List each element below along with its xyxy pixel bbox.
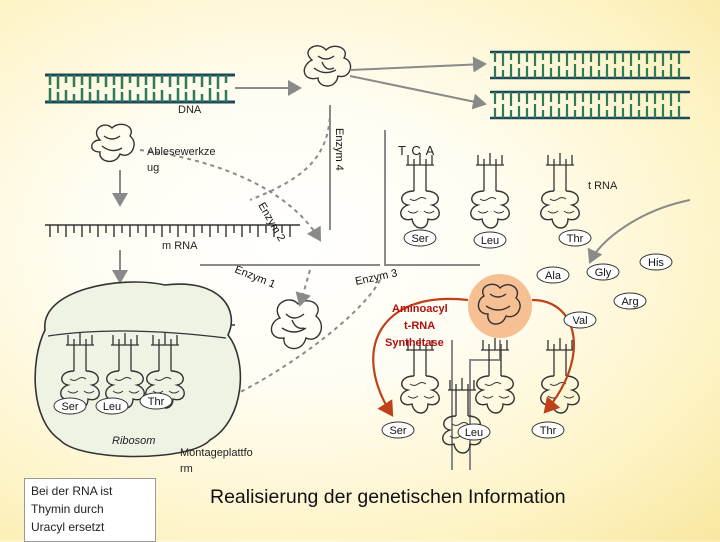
synthetase-label-line1: Aminoacyl	[392, 303, 448, 315]
amino-acids-ribosome: Ser Leu Thr	[53, 392, 173, 415]
synthetase-blob	[468, 274, 532, 338]
svg-text:Leu: Leu	[481, 235, 499, 247]
enzyme4-label: Enzym 4	[333, 128, 345, 171]
svg-text:Ala: Ala	[545, 270, 562, 282]
montage-label-line2: rm	[180, 463, 193, 475]
mrna-label: m RNA	[162, 240, 198, 252]
note-line1: Bei der RNA ist	[31, 484, 113, 498]
svg-text:Thr: Thr	[567, 233, 584, 245]
note-box: Bei der RNA ist Thymin durch Uracyl erse…	[24, 478, 156, 542]
svg-text:Arg: Arg	[621, 296, 638, 308]
ablesewerkzeug-label-line1: Ablesewerkze	[147, 146, 216, 158]
codon-label: T C A	[398, 143, 436, 158]
process-arrows	[112, 56, 691, 470]
svg-text:Leu: Leu	[103, 401, 121, 413]
synthetase-label-line2: t-RNA	[404, 320, 436, 332]
enzyme4-blob	[303, 45, 352, 87]
ablesewerkzeug-blob	[91, 123, 135, 162]
svg-text:Gly: Gly	[595, 267, 612, 279]
note-line2: Thymin durch	[31, 502, 104, 516]
amino-acids-free: His Ala Gly Arg Val	[536, 253, 673, 329]
amino-acids-top: Ser Leu Thr	[403, 229, 592, 249]
svg-text:Leu: Leu	[465, 427, 483, 439]
trna-label: t RNA	[588, 180, 618, 192]
dna-label: DNA	[178, 104, 202, 116]
amino-acids-charged: Ser Leu Thr	[381, 421, 565, 441]
svg-text:Thr: Thr	[540, 425, 557, 437]
svg-text:Ser: Ser	[61, 401, 78, 413]
red-arrows	[372, 297, 575, 417]
dna-helix	[45, 73, 235, 104]
montage-label-line1: Montageplattfo	[180, 447, 253, 459]
svg-text:Val: Val	[572, 315, 587, 327]
ribosome-label: Ribosom	[112, 435, 156, 447]
enzyme1-label: Enzym 1	[233, 264, 277, 291]
dna-replica-top	[490, 50, 690, 80]
svg-text:Thr: Thr	[148, 396, 165, 408]
slide-title: Realisierung der genetischen Information	[210, 486, 566, 508]
dna-replica-bottom	[490, 90, 690, 120]
svg-text:Ser: Ser	[411, 233, 428, 245]
ablesewerkzeug-label-line2: ug	[147, 162, 160, 174]
svg-text:Ser: Ser	[389, 425, 406, 437]
svg-text:His: His	[648, 257, 664, 269]
enzyme1-blob	[270, 299, 322, 350]
top-trnas	[400, 152, 580, 229]
enzyme3-label: Enzym 3	[354, 267, 398, 288]
mid-trna	[442, 377, 482, 454]
enzyme2-label: Enzym 2	[255, 201, 287, 244]
note-line3: Uracyl ersetzt	[31, 520, 105, 534]
ribosome	[34, 281, 242, 458]
synthetase-label-line3: Synthetase	[385, 337, 444, 349]
